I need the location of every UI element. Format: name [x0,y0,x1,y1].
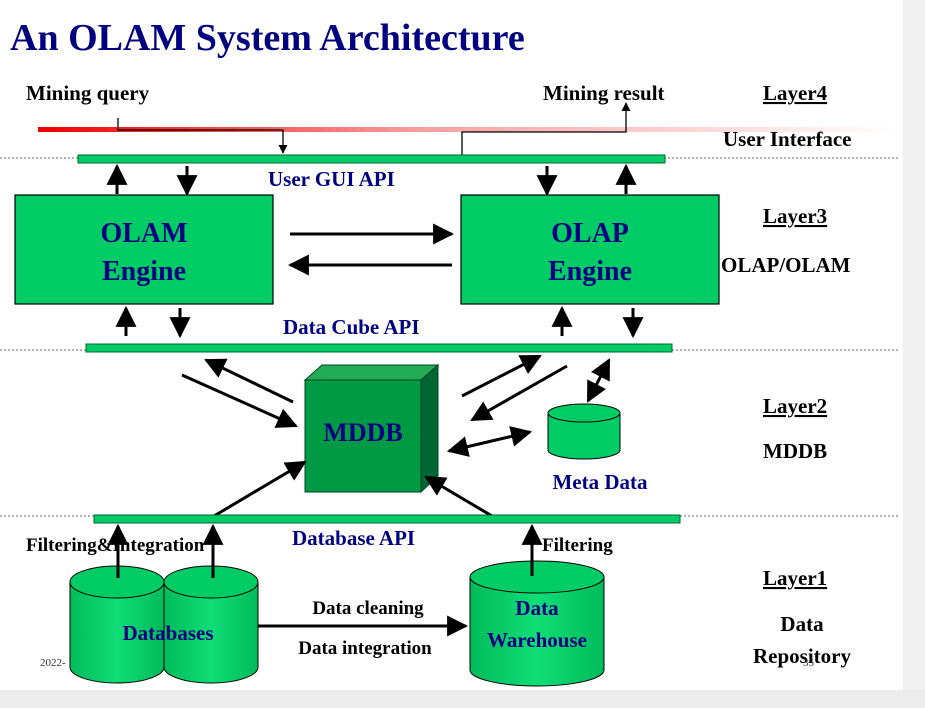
layer4-name: Layer4 [763,81,828,105]
olam-engine-line1: OLAM [100,218,187,249]
arrow-to-mddb [470,364,568,422]
result-connector [461,102,631,156]
bottom-margin [0,690,925,708]
arrow-to-mddb [181,373,298,428]
mddb-cube-side [420,363,439,494]
arrow-from-mddb [204,358,294,404]
data-cube-api-bar [85,343,673,353]
olam-engine-line2: Engine [102,256,186,287]
databases-label: Databases [122,621,213,645]
meta-data-cylinder-top [547,403,621,423]
layer3-desc: OLAP/OLAM [721,253,851,277]
database-api-bar [93,514,681,524]
user-gui-api-label: User GUI API [268,167,395,191]
mining-query-label: Mining query [26,81,150,105]
layer1-name: Layer1 [763,566,827,590]
user-gui-api-bar [77,154,666,164]
filtering-label: Filtering [542,535,613,556]
database-cylinder-left [69,582,165,684]
meta-data-label: Meta Data [552,470,648,494]
right-margin [903,0,925,708]
user-interface-line [38,127,898,132]
arrow-to-mddb [424,475,493,518]
data-warehouse-cylinder [469,577,605,687]
olap-engine-line1: OLAP [551,218,629,249]
mining-result-label: Mining result [543,81,665,105]
slide-title: An OLAM System Architecture [10,17,525,59]
footer-date: 2022- [40,657,66,669]
arrow-from-mddb [461,354,542,398]
olap-engine-box [460,194,720,305]
meta-data-cylinder [547,413,621,460]
layer2-name: Layer2 [763,394,827,418]
olap-engine-line2: Engine [548,256,632,287]
mddb-cube-front [304,379,422,493]
data-integration-label: Data integration [298,638,432,659]
database-cylinder-right-top [163,565,259,599]
mddb-cube-top [303,364,440,381]
layer1-desc-line2: Repository [753,644,851,668]
layer4-desc: User Interface [723,127,851,151]
arrow-to-mddb [213,460,307,518]
mddb-label: MDDB [323,418,402,447]
data-warehouse-line1: Data [515,596,559,620]
olam-engine-box [14,194,274,305]
data-cube-api-label: Data Cube API [283,315,420,339]
database-cylinder-right [163,582,259,684]
database-api-label: Database API [292,526,415,550]
data-warehouse-line2: Warehouse [487,628,587,652]
layer3-name: Layer3 [763,204,827,228]
data-warehouse-cylinder-top [469,560,605,594]
data-cleaning-label: Data cleaning [312,598,424,619]
arrow-meta-cube [586,358,611,403]
layer2-desc: MDDB [763,439,827,463]
layer1-desc-line1: Data [780,612,824,636]
query-connector [117,118,288,154]
filtering-integration-label: Filtering&Integration [26,535,205,556]
footer-page-number: 35 [803,657,815,669]
arrow-mddb-meta [446,426,533,457]
